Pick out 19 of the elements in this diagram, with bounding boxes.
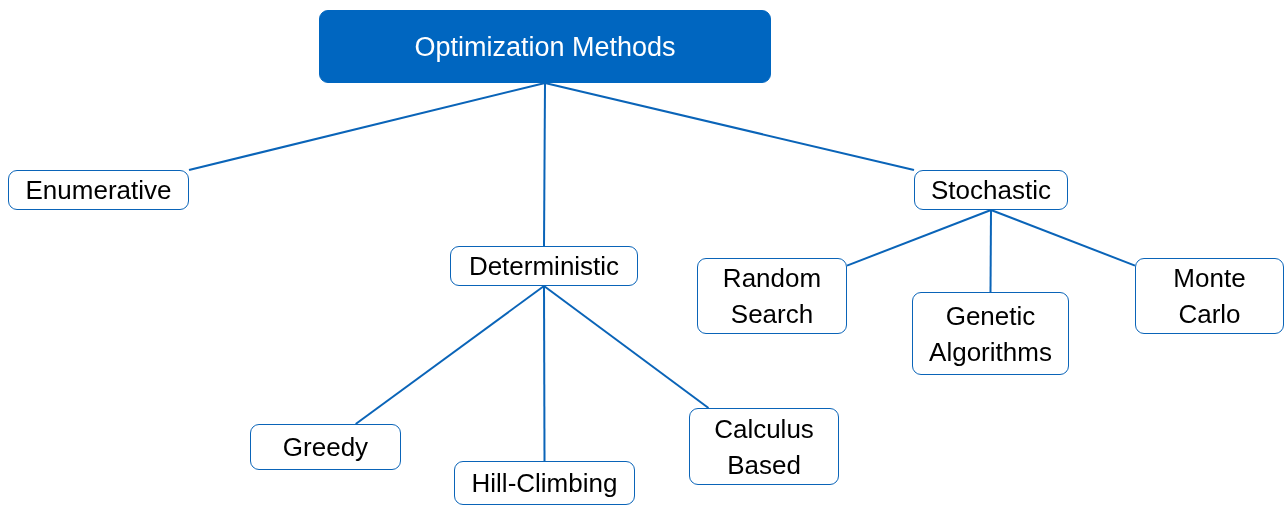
method-box: Hill-Climbing [454, 461, 635, 505]
category-box: Deterministic [450, 246, 638, 286]
method-box: Random Search [697, 258, 847, 334]
method-box: Genetic Algorithms [912, 292, 1069, 375]
category-box: Enumerative [8, 170, 189, 210]
method-box: Monte Carlo [1135, 258, 1284, 334]
category-box: Stochastic [914, 170, 1068, 210]
connector-line [990, 209, 1136, 267]
connector-line [846, 209, 992, 267]
connector-line [544, 82, 915, 171]
connector-line [989, 209, 992, 293]
method-box: Calculus Based [689, 408, 839, 485]
connector-line [354, 285, 545, 425]
connector-line [543, 285, 710, 409]
connector-line [543, 82, 546, 247]
method-box: Greedy [250, 424, 401, 470]
title-box: Optimization Methods [319, 10, 771, 83]
connector-line [543, 285, 546, 462]
connector-line [188, 82, 546, 171]
